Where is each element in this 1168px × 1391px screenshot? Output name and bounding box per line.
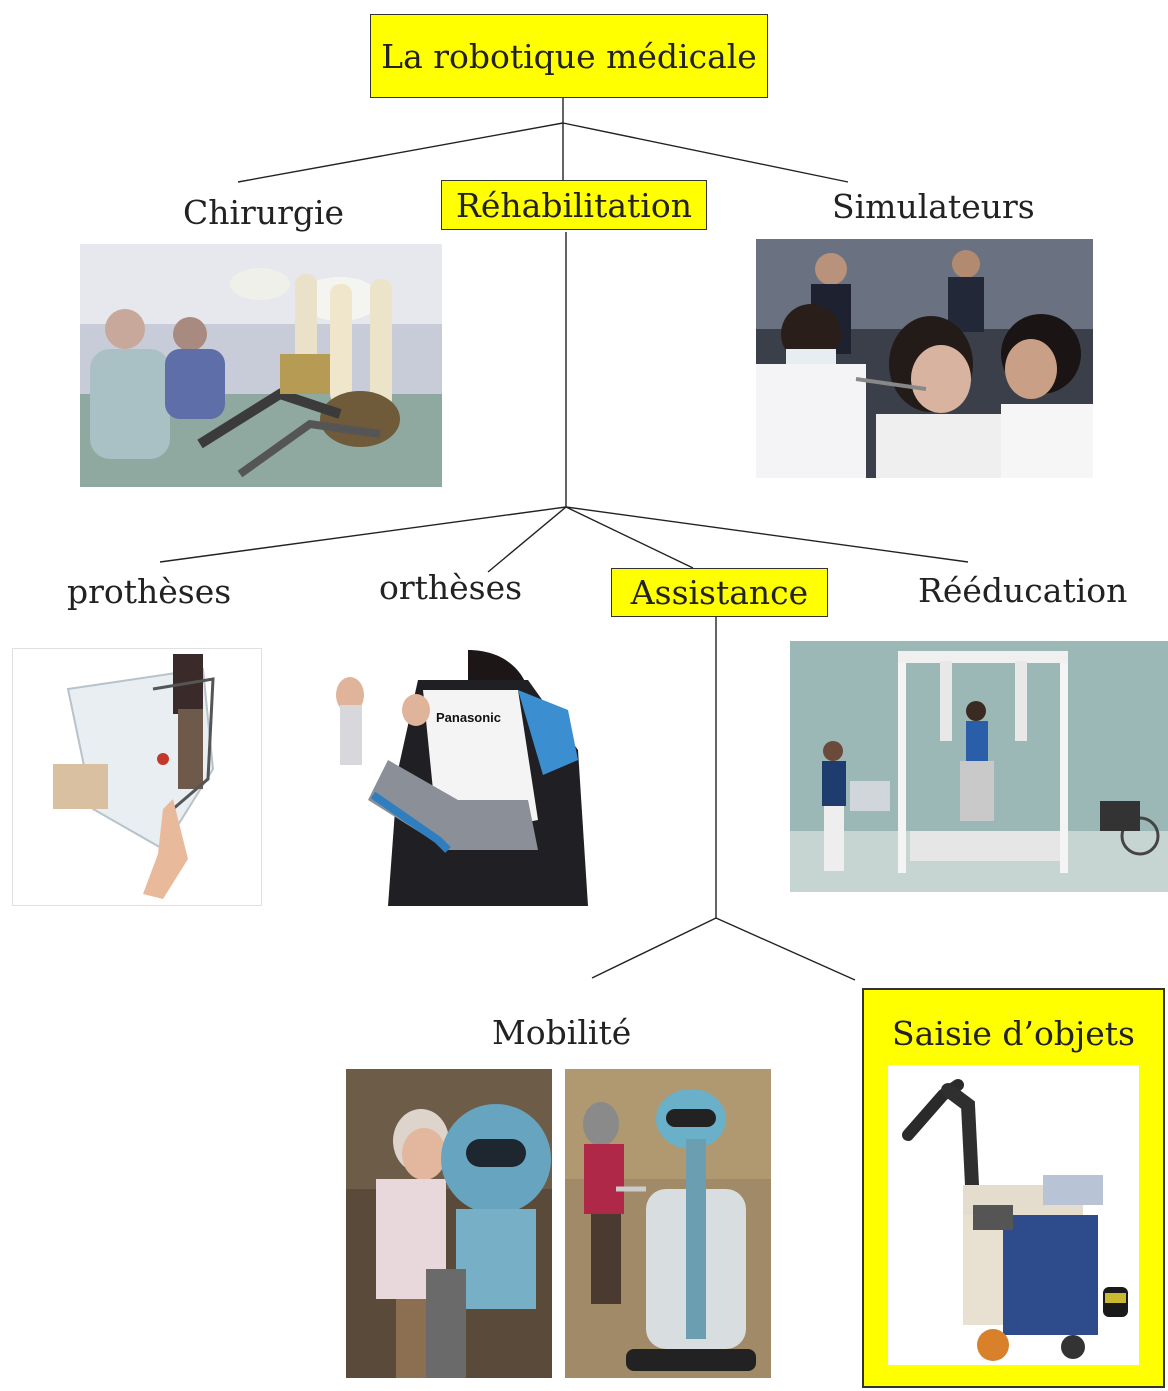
- assistance-node: Assistance: [611, 568, 828, 617]
- assistance-label: Assistance: [630, 573, 809, 612]
- arm-exoskeleton-photo: Panasonic: [328, 650, 608, 906]
- dental-simulator-robot-photo: [756, 239, 1093, 478]
- mobility-label: Mobilité: [492, 1013, 632, 1052]
- orthoses-label: orthèses: [379, 568, 523, 607]
- prostheses-label: prothèses: [67, 572, 232, 611]
- root-node: La robotique médicale: [370, 14, 768, 98]
- manipulator-robot-photo: [888, 1065, 1139, 1365]
- gait-training-robot-photo: [790, 641, 1168, 892]
- grasping-node: Saisie d’objets: [862, 988, 1165, 1388]
- simulators-label: Simulateurs: [832, 187, 1035, 226]
- grasping-label: Saisie d’objets: [892, 1014, 1135, 1053]
- panasonic-brand-text: Panasonic: [436, 710, 501, 725]
- surgical-robot-photo: [80, 244, 442, 487]
- walking-assist-robot-photo: [346, 1069, 771, 1378]
- reeducation-label: Rééducation: [918, 571, 1128, 610]
- rehab-label: Réhabilitation: [456, 185, 692, 225]
- rehab-node: Réhabilitation: [441, 180, 707, 230]
- robotic-arm-prosthesis-photo: [12, 648, 262, 906]
- surgery-label: Chirurgie: [183, 193, 345, 232]
- root-label: La robotique médicale: [381, 36, 757, 76]
